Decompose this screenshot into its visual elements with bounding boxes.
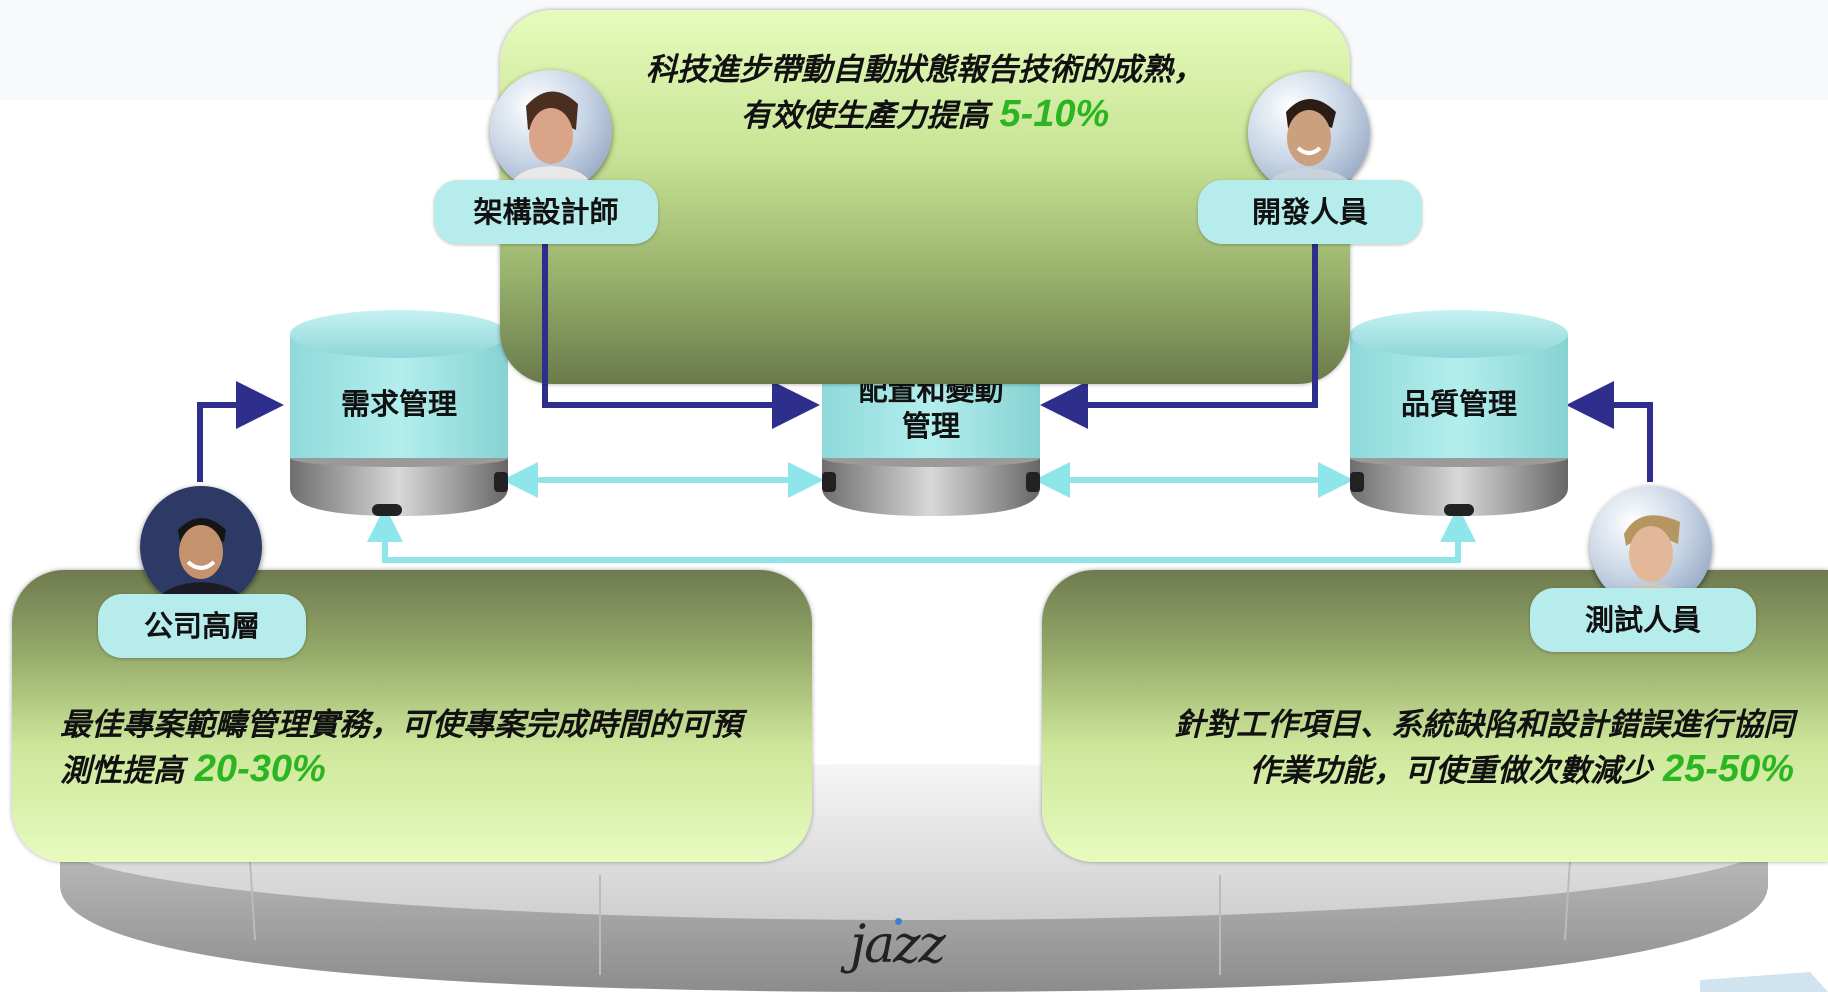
architect-avatar — [490, 70, 612, 192]
tester-label: 測試人員 — [1530, 588, 1756, 652]
tester-to-quality-arrow — [1566, 381, 1653, 482]
right-benefit-text: 針對工作項目、系統缺陷和設計錯誤進行協同 作業功能，可使重做次數減少 25-50… — [1042, 703, 1794, 793]
executive-to-req-arrow — [197, 381, 284, 482]
quality-label: 品質管理 — [1400, 387, 1517, 421]
executive-label: 公司高層 — [98, 594, 306, 658]
top-benefit-percent: 5-10% — [999, 93, 1110, 135]
requirements-label: 需求管理 — [340, 387, 457, 421]
developer-label: 開發人員 — [1198, 180, 1422, 244]
left-benefit-text: 最佳專案範疇管理實務，可使專案完成時間的可預 測性提高 20-30% — [60, 703, 742, 793]
jazz-logo: jazz — [850, 915, 946, 975]
left-benefit-line2: 測性提高 — [60, 753, 184, 789]
person-icon — [1262, 99, 1356, 194]
left-benefit-line1: 最佳專案範疇管理實務，可使專案完成時間的可預 — [60, 707, 742, 743]
person-icon — [508, 91, 594, 192]
requirements-cylinder — [290, 310, 508, 516]
right-benefit-line1: 針對工作項目、系統缺陷和設計錯誤進行協同 — [1174, 707, 1794, 743]
developer-avatar — [1248, 72, 1370, 194]
right-benefit-percent: 25-50% — [1663, 748, 1794, 790]
architect-label: 架構設計師 — [434, 180, 658, 244]
top-benefit-line2: 有效使生產力提高 — [740, 98, 989, 134]
top-benefit-text: 科技進步帶動自動狀態報告技術的成熟， 有效使生產力提高 5-10% — [500, 48, 1350, 138]
top-benefit-line1: 科技進步帶動自動狀態報告技術的成熟， — [646, 52, 1204, 88]
person-icon — [140, 486, 262, 608]
left-benefit-percent: 20-30% — [194, 748, 326, 790]
req-quality-link — [367, 506, 1476, 563]
quality-cylinder — [1350, 310, 1568, 516]
logo-dot — [895, 918, 902, 925]
right-benefit-line2: 作業功能，可使重做次數減少 — [1249, 753, 1653, 789]
executive-avatar — [140, 486, 262, 608]
config-label-line2: 管理 — [901, 409, 960, 443]
